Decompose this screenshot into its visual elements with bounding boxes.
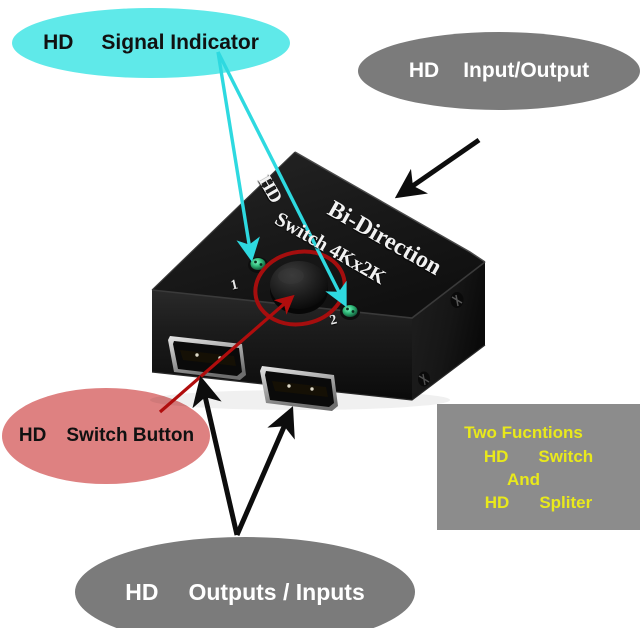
- arrow-signal-indicator-to-led2: [216, 51, 347, 308]
- line-segment-a: HD: [483, 446, 509, 466]
- device-right-face: [412, 252, 485, 400]
- hdmi-switch-device: [150, 151, 486, 411]
- line-segment-a: And: [506, 470, 541, 489]
- line-segment-b: Switch: [538, 446, 594, 466]
- arrow-outputs-to-port2: [234, 406, 295, 536]
- two-functions-line-1: Two Fucntions: [464, 421, 613, 444]
- callout-ellipse-outputs-inputs: [75, 537, 415, 628]
- line-segment-a: Two Fucntions: [464, 423, 583, 443]
- device-front-top-edge: [151, 261, 486, 319]
- arrow-switch-button-to-button: [158, 294, 295, 414]
- switch-push-button[interactable]: [270, 261, 328, 314]
- hdmi-port-2: [260, 366, 338, 411]
- line-segment-b: Spliter: [539, 493, 593, 513]
- led-indicator-2: [340, 304, 360, 320]
- two-functions-line-2: HD Switch: [484, 445, 593, 468]
- red-highlight-circle: [253, 249, 347, 327]
- arrow-signal-indicator-to-led1: [216, 51, 260, 262]
- callout-ellipse-signal-indicator: [12, 8, 290, 78]
- device-left-edge: [151, 151, 296, 291]
- hdmi-port-1: [168, 336, 246, 380]
- callout-ellipse-input-output: [358, 32, 640, 110]
- device-top-edge-highlight: [294, 151, 486, 263]
- device-front-bottom-edge: [151, 344, 486, 401]
- callout-ellipse-switch-button: [2, 388, 210, 484]
- device-top-face: [152, 152, 485, 318]
- device-screw-bottom: [418, 371, 430, 387]
- line-segment-a: HD: [484, 493, 510, 513]
- device-screw-top: [450, 292, 464, 308]
- two-functions-panel: Two Fucntions HD Switch And HD Spliter: [437, 404, 640, 530]
- two-functions-line-4: HD Spliter: [485, 491, 592, 514]
- two-functions-line-3: And: [507, 468, 570, 491]
- arrow-input-output-to-device: [394, 137, 481, 199]
- arrow-outputs-to-port1: [192, 375, 240, 536]
